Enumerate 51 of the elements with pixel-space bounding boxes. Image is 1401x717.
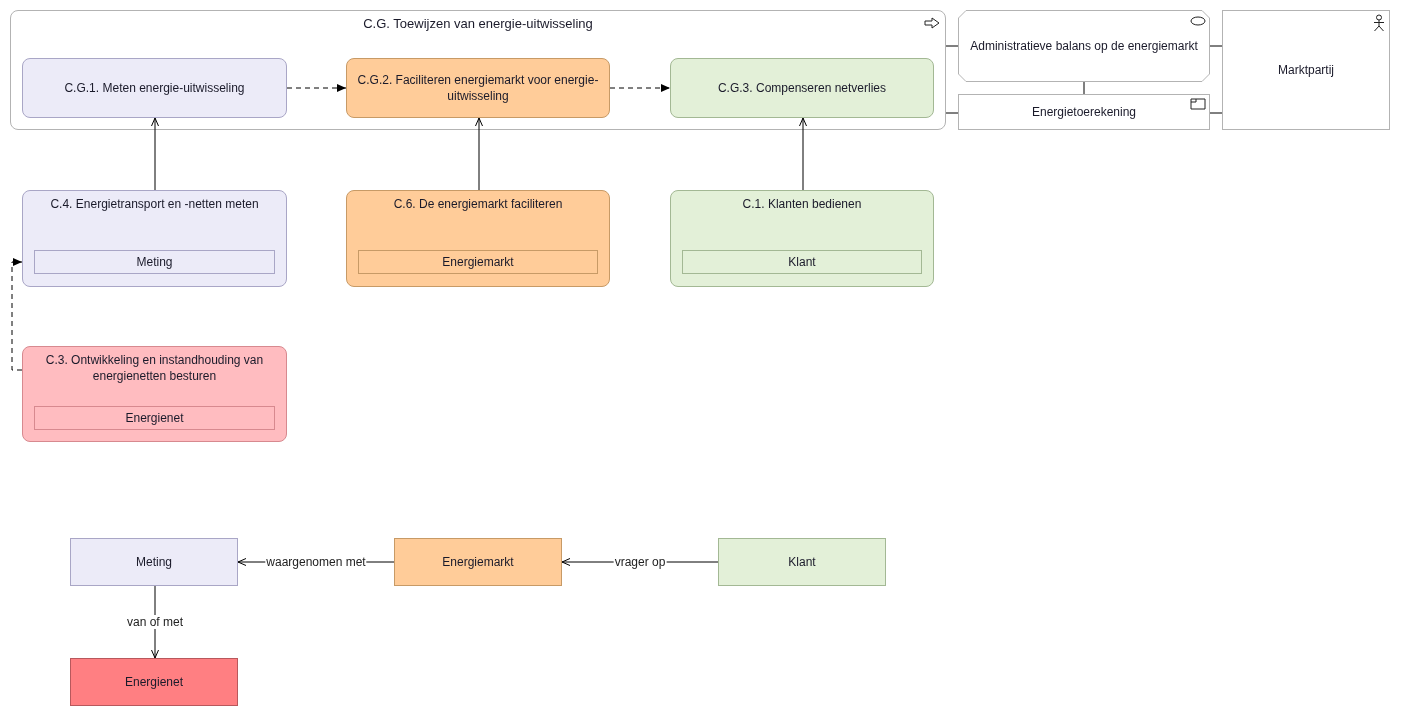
process-box <box>22 58 287 118</box>
capability-box <box>22 190 287 287</box>
arrow <box>286 84 347 92</box>
arrow <box>609 84 671 92</box>
edge-label: van of met <box>126 615 184 629</box>
arrow <box>475 117 483 191</box>
interface-box <box>958 94 1210 130</box>
process-group-box <box>10 10 946 130</box>
connector-line <box>945 112 959 114</box>
process-box <box>670 58 934 118</box>
object-box <box>34 250 275 274</box>
capability-box <box>22 346 287 442</box>
connector-line <box>1209 112 1223 114</box>
box-title: C.G. Toewijzen van energie-uitwisseling <box>363 16 593 32</box>
box-label: Meting <box>136 554 172 570</box>
box-label: Klant <box>788 254 816 270</box>
box-label: C.G.2. Faciliteren energiemarkt voor energie-uitwisseling <box>356 72 600 104</box>
capability-box <box>670 190 934 287</box>
connector-line <box>945 45 959 47</box>
box-label: Klant <box>788 554 816 570</box>
box-title: C.6. De energiemarkt faciliteren <box>393 196 563 212</box>
box-title: C.1. Klanten bedienen <box>742 196 862 212</box>
box-title: C.3. Ontwikkeling en instandhouding van energienetten besturen <box>44 352 265 384</box>
actor-box <box>1222 10 1390 130</box>
box-title: C.4. Energietransport en -netten meten <box>50 196 259 212</box>
arrow <box>11 258 23 371</box>
box-label: Marktpartij <box>1278 62 1334 78</box>
capability-box <box>346 190 610 287</box>
edge-label: waargenomen met <box>265 555 367 569</box>
box-label: Energienet <box>125 410 184 426</box>
process-box <box>346 58 610 118</box>
object-box <box>718 538 886 586</box>
box-label: C.G.1. Meten energie-uitwisseling <box>64 80 245 96</box>
object-box <box>70 658 238 706</box>
service-box <box>958 10 1210 82</box>
arrow <box>151 117 159 191</box>
object-box <box>358 250 598 274</box>
object-box <box>70 538 238 586</box>
connector-line <box>1209 45 1223 47</box>
box-label: Energiemarkt <box>442 254 514 270</box>
box-label: Energiemarkt <box>442 554 514 570</box>
box-label: Administratieve balans op de energiemarkt <box>970 38 1198 54</box>
arrow <box>799 117 807 191</box>
connector-line <box>1083 81 1085 95</box>
box-label: Energienet <box>124 674 183 690</box>
object-box <box>394 538 562 586</box>
box-label: Energietoerekening <box>1031 104 1137 120</box>
object-box <box>682 250 922 274</box>
object-box <box>34 406 275 430</box>
box-label: Meting <box>136 254 173 270</box>
box-label: C.G.3. Compenseren netverlies <box>717 80 887 96</box>
